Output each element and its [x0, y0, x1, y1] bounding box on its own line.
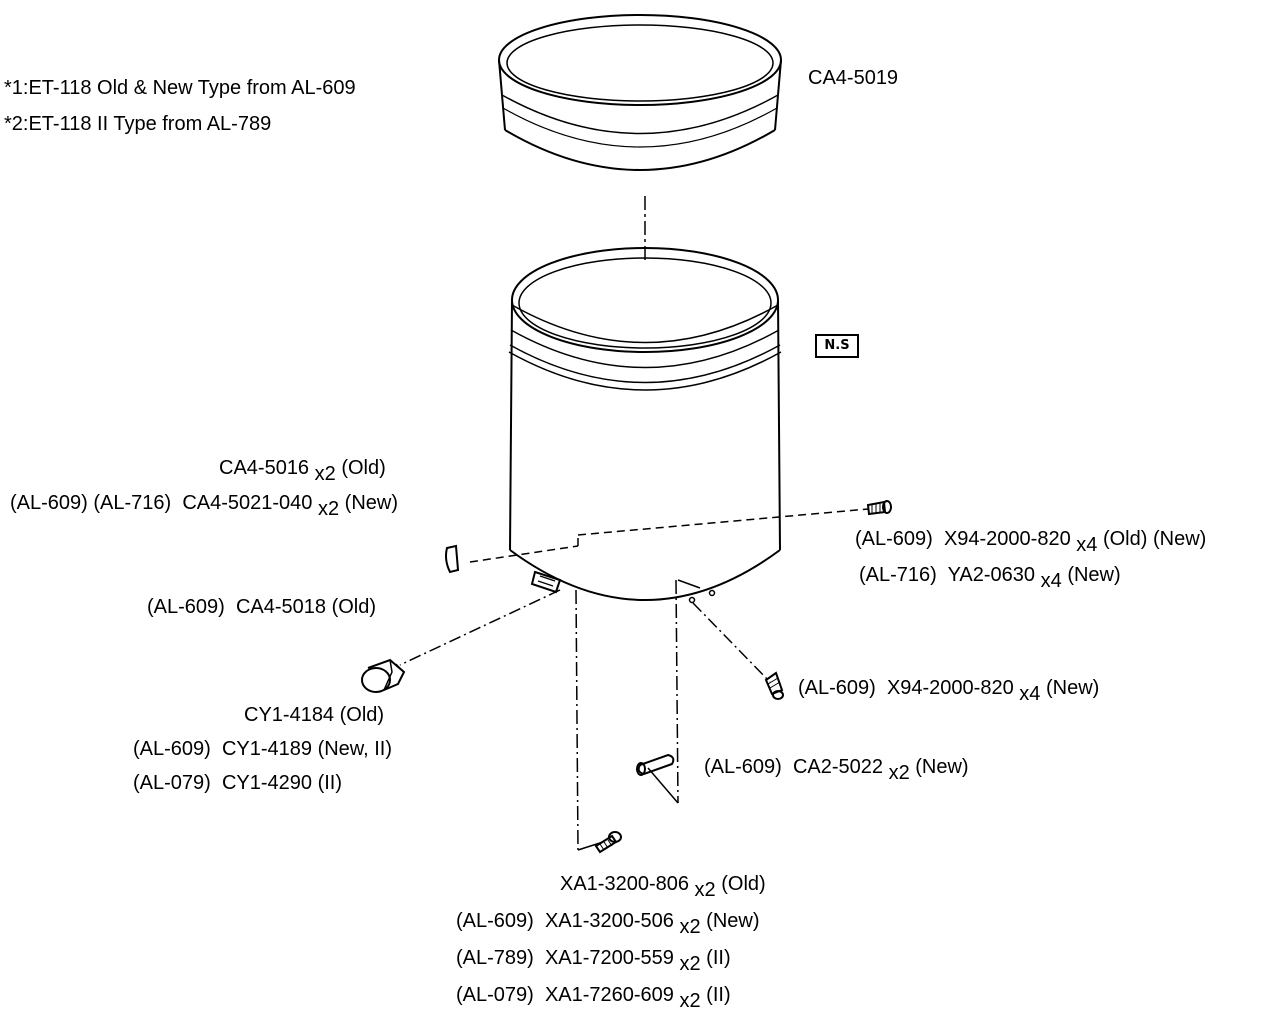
screw-top-right-part — [866, 500, 892, 516]
label-knob-3: (AL-079) CY1-4290 (II) — [133, 772, 342, 794]
bracket-part — [530, 570, 562, 594]
pin-part — [636, 753, 675, 776]
label-clip-old: CA4-5016 x2 (Old) — [219, 457, 386, 485]
label-screw-mid: (AL-609) X94-2000-820 x4 (New) — [798, 677, 1100, 705]
label-screw-bot-3: (AL-789) XA1-7200-559 x2 (II) — [456, 947, 731, 975]
screw-middle-part — [764, 671, 784, 700]
ns-mark: N.S — [815, 334, 859, 358]
note-line-1: *1:ET-118 Old & New Type from AL-609 — [4, 77, 356, 99]
top-ring-part — [498, 14, 782, 171]
label-screw-bot-2: (AL-609) XA1-3200-506 x2 (New) — [456, 910, 760, 938]
label-knob-1: CY1-4184 (Old) — [244, 704, 385, 726]
screw-bottom-part — [594, 831, 622, 854]
label-bracket: (AL-609) CA4-5018 (Old) — [147, 596, 377, 618]
clip-part — [445, 544, 460, 574]
label-knob-2: (AL-609) CY1-4189 (New, II) — [133, 738, 393, 760]
label-clip-new: (AL-609) (AL-716) CA4-5021-040 x2 (New) — [10, 492, 398, 520]
cylinder-body-part — [508, 247, 782, 604]
label-pin: (AL-609) CA2-5022 x2 (New) — [704, 756, 969, 784]
leader-lines — [399, 508, 869, 851]
label-screw-right-2: (AL-716) YA2-0630 x4 (New) — [859, 564, 1121, 592]
note-line-2: *2:ET-118 II Type from AL-789 — [4, 113, 272, 135]
label-ring: CA4-5019 — [808, 67, 899, 89]
label-screw-right-1: (AL-609) X94-2000-820 x4 (Old) (New) — [855, 528, 1207, 556]
label-screw-bot-1: XA1-3200-806 x2 (Old) — [560, 873, 766, 901]
label-screw-bot-4: (AL-079) XA1-7260-609 x2 (II) — [456, 984, 731, 1012]
knob-part — [361, 658, 406, 693]
